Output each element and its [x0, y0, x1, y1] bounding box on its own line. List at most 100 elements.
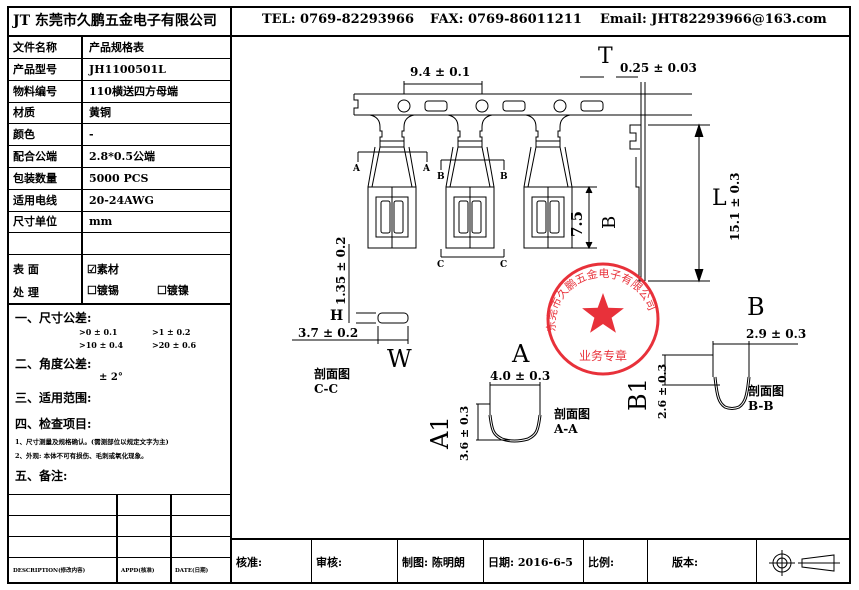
section-a-line	[357, 151, 428, 162]
spec-divider	[81, 37, 83, 255]
angle-title: 二、角度公差:	[15, 357, 92, 371]
strip-slot	[424, 100, 448, 112]
spec-key: 颜色	[13, 128, 35, 142]
a-width-dim	[489, 382, 541, 415]
spec-row: 颜色-	[7, 124, 230, 147]
caption-title: 剖面图	[748, 384, 785, 398]
spec-row: 文件名称产品规格表	[7, 37, 230, 59]
contact-email: Email: JHT82293966@163.com	[600, 12, 827, 27]
revision-row	[7, 495, 230, 516]
a1-label: A1	[426, 416, 454, 449]
length-label: L	[712, 186, 727, 211]
terminal-outline	[367, 114, 417, 249]
box-label: B	[599, 215, 620, 229]
checkbox-icon: ☐	[87, 284, 97, 297]
tolerance-1: >1 ± 0.2	[152, 327, 191, 337]
spec-value: JH1100501L	[89, 62, 166, 76]
surface-label-1: 表 面	[13, 263, 39, 276]
spec-value: 20-24AWG	[89, 193, 154, 207]
tolerance-0: >0 ± 0.1	[79, 327, 118, 337]
tb-review-label: 审核:	[316, 556, 343, 569]
option-label: 镀镍	[166, 284, 189, 297]
option-label: 素材	[96, 263, 119, 276]
technical-drawing: 9.4 ± 0.1 T 0.25 ± 0.03 L 15.1 ± 0.3 7.5…	[232, 37, 851, 538]
a1-height-dim: 3.6 ± 0.3	[458, 405, 471, 461]
terminal-slot	[458, 200, 469, 234]
contact-fax: FAX: 0769-86011211	[430, 12, 582, 27]
spec-row: 适用电线 20-24AWG	[7, 190, 230, 212]
drawing-canvas	[292, 76, 798, 443]
terminal-slot	[536, 200, 547, 234]
section-bb-caption: 剖面图 B-B	[748, 384, 784, 414]
projection-symbol	[769, 550, 840, 576]
company-name: JT 东莞市久鹏五金电子有限公司	[7, 6, 230, 37]
thickness-label: T	[598, 44, 613, 69]
section-cc-caption: 剖面图 C-C	[314, 367, 350, 397]
revision-row	[7, 516, 230, 537]
side-view	[580, 76, 710, 283]
checkbox-checked-icon: ☑	[87, 263, 97, 276]
tb-drawn-label: 制图: 陈明朗	[402, 556, 465, 569]
inspection-item-1: 1、尺寸测量及规格确认。(需测部位以规定文字为主)	[15, 438, 169, 446]
strip-edge	[353, 93, 692, 116]
tb-date-label: 日期: 2016-6-5	[488, 556, 573, 569]
company-seal: 东莞市久鹏五金电子有限公司 业务专章	[545, 262, 660, 376]
terminal-window	[375, 196, 409, 238]
side-profile	[640, 82, 646, 281]
option-nickel[interactable]: ☐镀镍	[157, 282, 189, 298]
tb-date: 日期: 2016-6-5	[484, 540, 584, 584]
aa-section	[476, 382, 542, 443]
seal-ring	[546, 262, 660, 376]
tb-drawn: 制图: 陈明朗	[398, 540, 484, 584]
pilot-hole	[397, 99, 411, 113]
spec-key: 包装数量	[13, 171, 57, 185]
height-label: H	[330, 308, 344, 324]
section-mark-c: C	[437, 260, 445, 270]
rev-date: DATE(日期)	[175, 568, 209, 574]
section-aa-caption: 剖面图 A-A	[554, 407, 590, 437]
angle-value: ± 2°	[99, 372, 123, 383]
star-icon	[582, 293, 624, 333]
pilot-hole	[475, 99, 489, 113]
contact-header: TEL: 0769-82293966 FAX: 0769-86011211 Em…	[232, 6, 851, 37]
strip-slot	[580, 100, 604, 112]
b-width-dim: 2.9 ± 0.3	[746, 327, 807, 341]
height-dim: 1.35 ± 0.2	[334, 236, 348, 305]
drawing-frame	[7, 6, 851, 584]
revision-row	[7, 537, 230, 558]
pitch-dim-line	[403, 81, 483, 94]
section-c-line	[440, 249, 505, 258]
surface-divider	[81, 255, 83, 303]
a-width-dim: 4.0 ± 0.3	[490, 369, 551, 383]
a-label: A	[512, 340, 530, 368]
surface-label-2: 处 理	[13, 286, 39, 299]
option-tin[interactable]: ☐镀锡	[87, 282, 119, 298]
spec-value: 产品规格表	[89, 41, 144, 54]
caption-title: 剖面图	[314, 367, 351, 381]
spec-value: 5000 PCS	[89, 171, 149, 185]
terminal-window	[531, 196, 565, 238]
thickness-dim: 0.25 ± 0.03	[620, 61, 697, 75]
option-plain[interactable]: ☑素材	[87, 261, 119, 277]
tb-approve: 核准:	[232, 540, 312, 584]
option-label: 镀锡	[96, 284, 119, 297]
terminal-window	[453, 196, 487, 238]
spec-value: 黄铜	[89, 106, 111, 120]
bb-section	[662, 341, 798, 410]
revision-header: DESCRIPTION(修改内容) APPD(核准) DATE(日期)	[7, 557, 230, 582]
inspection-title: 四、检查项目:	[15, 417, 92, 431]
contact-tel: TEL: 0769-82293966	[262, 12, 414, 27]
terminal-slot	[471, 200, 482, 234]
width-dim	[292, 326, 409, 344]
revision-divider	[116, 495, 118, 582]
tb-approve-label: 核准:	[236, 556, 263, 569]
spec-value: 110横送四方母端	[89, 84, 178, 98]
spec-key: 适用电线	[13, 193, 57, 207]
tolerance-2: >10 ± 0.4	[79, 340, 124, 350]
spec-key: 材质	[13, 106, 35, 120]
tolerance-title: 一、尺寸公差:	[15, 311, 92, 325]
